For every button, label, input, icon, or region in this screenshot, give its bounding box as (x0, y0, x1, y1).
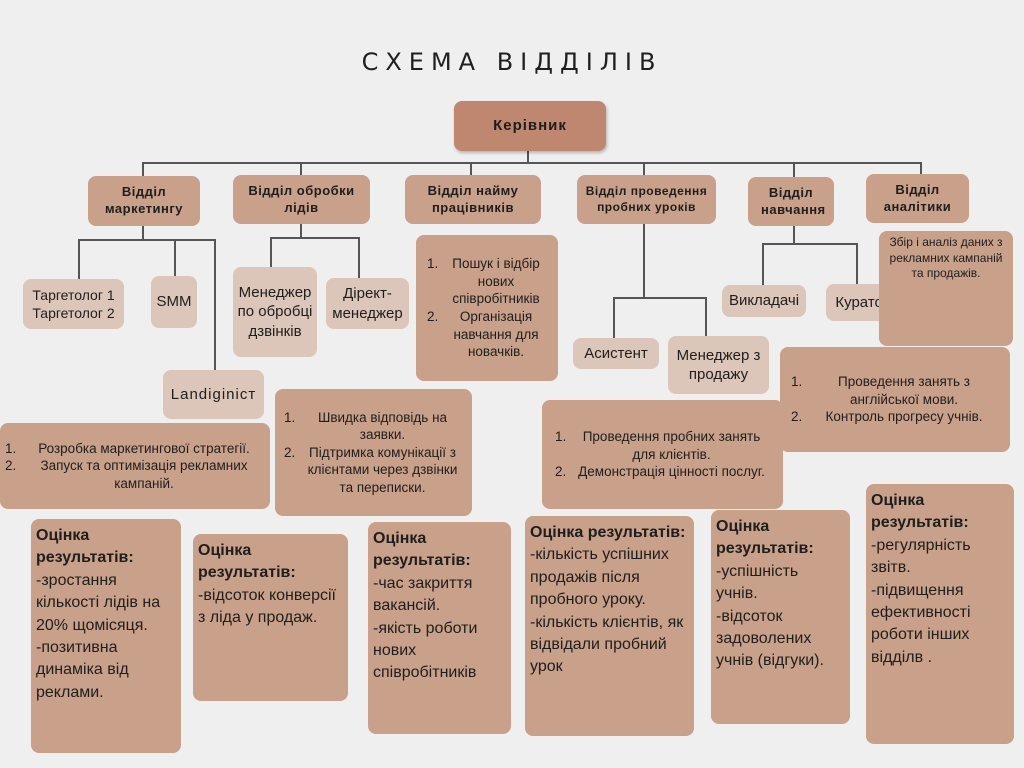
task-item: Проведення занять з англійської мови. (806, 373, 1002, 408)
tasks-leads: Швидка відповідь на заявки. Підтримка ко… (275, 389, 472, 516)
tasks-analytics: Збір і аналіз даних з рекламних кампаній… (879, 231, 1013, 346)
role-teachers: Викладачі (722, 285, 806, 317)
eval-marketing: Оцінка результатів: -зростання кількості… (31, 519, 181, 753)
connector-line (300, 162, 302, 176)
connector-line (300, 224, 302, 238)
connector-line (270, 237, 360, 239)
eval-heading: Оцінка результатів: (871, 492, 969, 532)
task-item: Запуск та оптимізація рекламних кампаній… (20, 457, 268, 492)
role-direct-manager: Дірект-менеджер (326, 278, 409, 329)
connector-line (142, 226, 144, 240)
eval-trial: Оцінка результатів: -кількість успішних … (525, 516, 694, 736)
connector-line (920, 162, 922, 176)
connector-line (358, 237, 360, 278)
eval-item: -відсоток задоволених учнів (відгуки). (716, 607, 824, 670)
connector-line (142, 162, 144, 178)
dept-analytics: Відділ аналітики (866, 174, 969, 223)
eval-item: -кількість клієнтів, як відвідали пробни… (530, 613, 684, 676)
dept-label: Відділ аналітики (883, 181, 952, 214)
eval-item: -успішність учнів. (716, 562, 799, 603)
tasks-education: Проведення занять з англійської мови. Ко… (780, 347, 1010, 452)
eval-leads: Оцінка результатів: -відсоток конверсії … (193, 534, 348, 701)
role-label: Landiginicт (170, 385, 257, 403)
connector-line (214, 239, 216, 371)
task-item: Підтримка комунікації з клієнтами через … (299, 444, 466, 497)
eval-item: -підвищення ефективності роботи інших ві… (871, 581, 971, 666)
task-item: Пошук і відбір нових співробітників (442, 255, 550, 308)
dept-trial-lessons: Відділ проведення пробних уроків (577, 175, 716, 224)
eval-heading: Оцінка результатів: (36, 527, 134, 567)
connector-line (643, 224, 645, 298)
eval-item: -зростання кількості лідів на 20% щоміся… (36, 571, 161, 634)
head-node: Керівник (454, 101, 606, 151)
role-label: Викладачі (728, 292, 800, 310)
role-assistant: Асистент (573, 338, 659, 369)
connector-line (793, 226, 795, 244)
task-item: Збір і аналіз даних з рекламних кампаній… (889, 235, 1003, 281)
task-item: Проведення пробних занять для клієнтів. (570, 428, 773, 463)
connector-line (527, 150, 529, 163)
role-sales-manager: Менеджер з продажу (668, 336, 769, 394)
task-item: Розробка маркетингової стратегії. (20, 440, 268, 458)
eval-item: -час закриття вакансій. (373, 574, 473, 615)
connector-line (78, 239, 216, 241)
dept-lead-processing: Відділ обробки лідів (233, 175, 370, 224)
connector-line (705, 297, 707, 337)
connector-line (470, 162, 472, 176)
tasks-marketing: Розробка маркетингової стратегії. Запуск… (0, 423, 270, 509)
tasks-trial: Проведення пробних занять для клієнтів. … (542, 400, 783, 509)
page-title: СХЕМА ВІДДІЛІВ (361, 48, 663, 76)
connector-line (78, 239, 80, 281)
eval-analytics: Оцінка результатів: -регулярність звітв.… (866, 484, 1014, 744)
dept-label: Відділ маркетингу (104, 184, 184, 216)
role-smm: SMM (151, 276, 197, 328)
connector-line (613, 297, 615, 339)
task-item: Демонстрація цінності послуг. (570, 463, 773, 481)
role-label: Таргетолог 1 Таргетолог 2 (32, 286, 115, 321)
connector-line (270, 237, 272, 268)
role-label: Менеджер по обробці дзвінків (237, 283, 313, 340)
dept-label: Відділ найму працівників (427, 182, 519, 215)
dept-label: Відділ навчання (761, 184, 826, 217)
head-label: Керівник (493, 117, 567, 135)
role-call-manager: Менеджер по обробці дзвінків (233, 267, 317, 357)
tasks-hiring: Пошук і відбір нових співробітників Орга… (416, 235, 558, 381)
connector-line (856, 243, 858, 285)
eval-heading: Оцінка результатів: (198, 542, 296, 582)
role-targetologist: Таргетолог 1 Таргетолог 2 (23, 279, 124, 329)
connector-line (142, 162, 922, 164)
eval-education: Оцінка результатів: -успішність учнів. -… (711, 510, 850, 724)
connector-line (762, 243, 858, 245)
connector-line (174, 239, 176, 277)
eval-item: -якість роботи нових співробітників (373, 619, 478, 682)
connector-line (613, 297, 707, 299)
connector-line (762, 243, 764, 286)
role-label: Дірект-менеджер (332, 285, 403, 322)
dept-label: Відділ обробки лідів (248, 182, 355, 215)
connector-line (643, 162, 645, 176)
eval-heading: Оцінка результатів: (530, 524, 686, 541)
task-item: Швидка відповідь на заявки. (299, 409, 466, 444)
task-item: Контроль прогресу учнів. (806, 408, 1002, 426)
dept-education: Відділ навчання (748, 177, 834, 226)
dept-label: Відділ проведення пробних уроків (585, 183, 708, 214)
dept-hiring: Відділ найму працівників (405, 175, 541, 224)
eval-heading: Оцінка результатів: (716, 518, 814, 558)
eval-item: -позитивна динаміка від реклами. (36, 638, 129, 701)
role-label: Менеджер з продажу (676, 346, 761, 384)
role-label: SMM (156, 293, 192, 311)
role-landing: Landiginicт (163, 370, 264, 419)
task-item: Організація навчання для новачків. (442, 308, 550, 361)
eval-heading: Оцінка результатів: (373, 530, 471, 570)
eval-item: -відсоток конверсії з ліда у продаж. (198, 586, 336, 627)
dept-marketing: Відділ маркетингу (88, 176, 200, 226)
connector-line (793, 162, 795, 178)
eval-item: -регулярність звітв. (871, 536, 971, 577)
eval-hiring: Оцінка результатів: -час закриття ваканс… (368, 522, 511, 734)
role-label: Асистент (584, 344, 648, 362)
eval-item: -кількість успішних продажів після пробн… (530, 546, 669, 609)
